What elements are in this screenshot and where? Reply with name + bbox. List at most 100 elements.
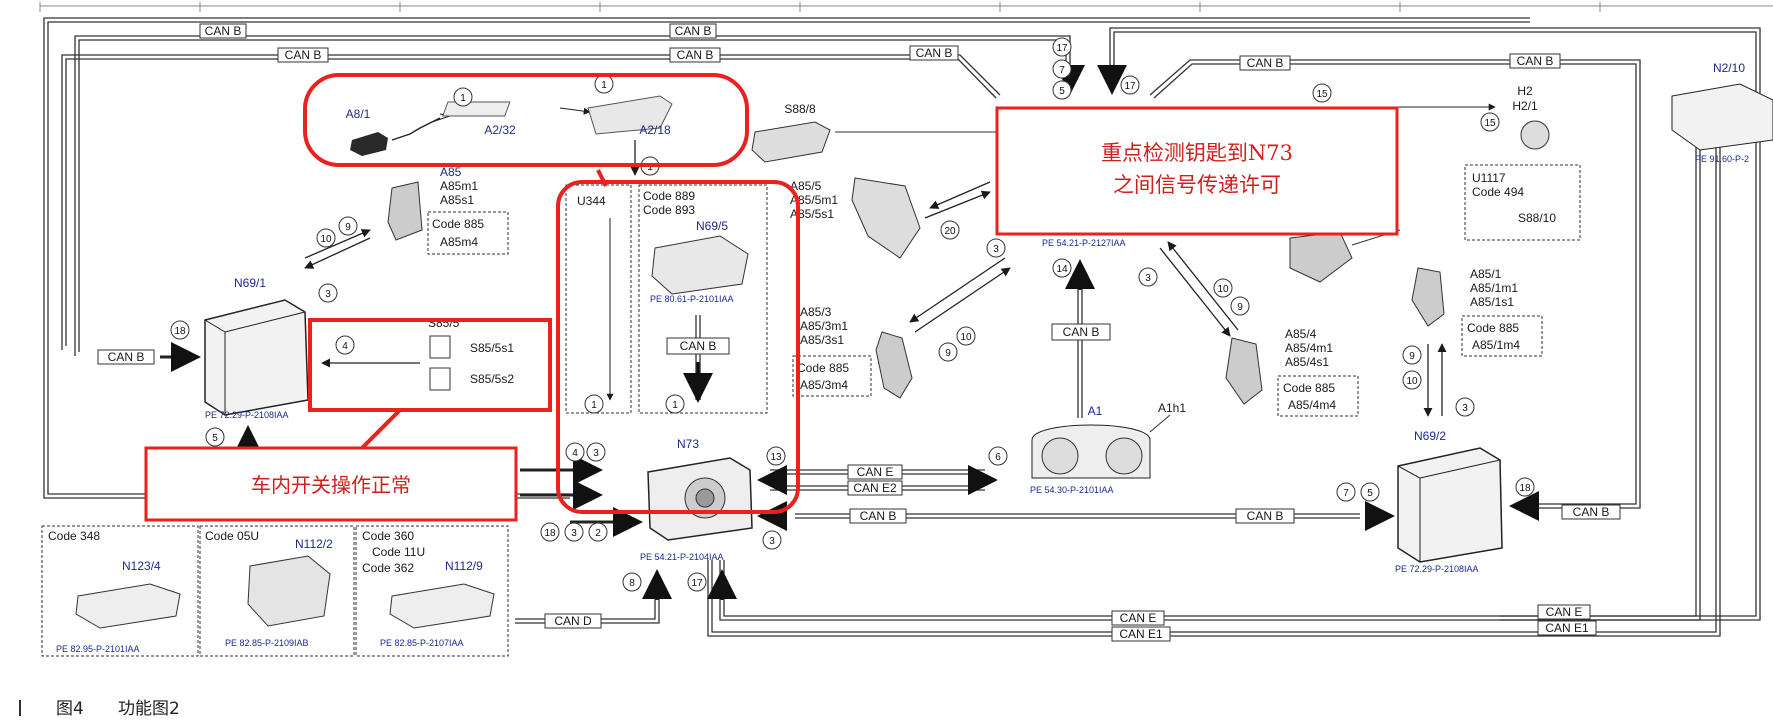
svg-text:N112/9: N112/9 [445, 559, 483, 573]
svg-text:CAN B: CAN B [1517, 54, 1554, 68]
lock-component-a85-5: A85/5 A85/5m1 A85/5s1 [790, 177, 921, 259]
svg-text:3: 3 [1145, 273, 1151, 284]
highlight-switch-s85 [308, 318, 552, 412]
svg-text:15: 15 [1484, 118, 1496, 129]
svg-text:CAN B: CAN B [1247, 509, 1284, 523]
svg-text:PE 82.85-P-2109IAB: PE 82.85-P-2109IAB [225, 638, 309, 648]
svg-text:A2/18: A2/18 [639, 123, 671, 137]
svg-text:9: 9 [1237, 302, 1243, 313]
switch-group-s85-5: S85/5 S85/5s1 S85/5s2 [428, 316, 514, 391]
svg-text:4: 4 [342, 341, 348, 352]
bus-label-can-d: CAN D [544, 613, 602, 629]
svg-text:10: 10 [320, 234, 332, 245]
svg-text:4: 4 [572, 448, 578, 459]
svg-text:13: 13 [770, 452, 782, 463]
svg-text:U1117: U1117 [1472, 171, 1506, 185]
svg-text:Code 893: Code 893 [643, 203, 695, 217]
bus-label-can-b-3: CAN B [277, 47, 329, 63]
svg-text:17: 17 [691, 578, 703, 589]
annotation-key-to-n73: 重点检测钥匙到N73 之间信号传递许可 [995, 106, 1399, 236]
svg-text:18: 18 [1519, 483, 1531, 494]
bus-label-can-b-12: CAN B [1235, 508, 1295, 524]
svg-text:20: 20 [944, 226, 956, 237]
horn-component-h2: H2 H2/1 [1350, 84, 1550, 150]
svg-text:15: 15 [1316, 89, 1328, 100]
svg-text:CAN B: CAN B [680, 339, 717, 353]
svg-text:2: 2 [595, 528, 601, 539]
svg-text:A85/4s1: A85/4s1 [1285, 355, 1329, 369]
bus-label-can-e-bottom: CAN E [1111, 610, 1165, 626]
svg-text:A85/1m1: A85/1m1 [1470, 281, 1518, 295]
svg-text:9: 9 [1409, 351, 1415, 362]
svg-text:1: 1 [672, 400, 678, 411]
svg-text:1: 1 [601, 80, 607, 91]
bus-label-can-b-5: CAN B [909, 45, 959, 61]
antenna-component-a2-18: A2/18 [587, 95, 673, 137]
svg-text:CAN B: CAN B [285, 48, 322, 62]
svg-text:9: 9 [345, 222, 351, 233]
svg-text:A85: A85 [440, 165, 462, 179]
svg-text:A85/4m4: A85/4m4 [1288, 398, 1336, 412]
svg-text:3: 3 [593, 448, 599, 459]
svg-text:A8/1: A8/1 [346, 107, 371, 121]
lock-component-a85-1: A85/1 A85/1m1 A85/1s1 Code 885 A85/1m4 [1411, 267, 1543, 357]
bus-label-can-b-8: CAN B [97, 349, 155, 365]
svg-text:3: 3 [325, 289, 331, 300]
svg-text:CAN E1: CAN E1 [1545, 621, 1589, 635]
bus-label-can-e-right: CAN E [1537, 604, 1591, 620]
svg-text:PE 82.95-P-2101IAA: PE 82.95-P-2101IAA [56, 644, 140, 654]
svg-text:CAN B: CAN B [677, 48, 714, 62]
svg-text:7: 7 [1059, 65, 1065, 76]
svg-text:CAN B: CAN B [675, 24, 712, 38]
highlight-key-antenna [303, 73, 749, 167]
figure-caption: 图4 功能图2 [19, 699, 180, 719]
svg-text:U344: U344 [577, 194, 606, 208]
svg-text:Code 885: Code 885 [1283, 381, 1335, 395]
svg-text:PE 72.29-P-2108IAA: PE 72.29-P-2108IAA [1395, 564, 1479, 574]
svg-text:3: 3 [1462, 403, 1468, 414]
svg-text:PE 91.60-P-2: PE 91.60-P-2 [1695, 154, 1749, 164]
svg-text:N112/2: N112/2 [295, 537, 333, 551]
svg-text:PE 72.29-P-2108IAA: PE 72.29-P-2108IAA [205, 410, 289, 420]
svg-text:CAN E2: CAN E2 [853, 481, 897, 495]
bus-label-can-b-6: CAN B [1239, 55, 1291, 71]
lock-component-a85-3: A85/3 A85/3m1 A85/3s1 Code 885 A85/3m4 [792, 305, 913, 399]
svg-text:3: 3 [769, 536, 775, 547]
svg-text:A85/1m4: A85/1m4 [1472, 338, 1520, 352]
svg-text:Code 362: Code 362 [362, 561, 414, 575]
svg-text:CAN B: CAN B [860, 509, 897, 523]
svg-text:PE 54.21-P-2104IAA: PE 54.21-P-2104IAA [640, 552, 724, 562]
svg-text:A85/3s1: A85/3s1 [800, 333, 844, 347]
svg-text:17: 17 [1124, 81, 1136, 92]
svg-text:1: 1 [591, 400, 597, 411]
svg-text:5: 5 [212, 433, 218, 444]
svg-text:8: 8 [629, 578, 635, 589]
bus-label-can-b-2: CAN B [669, 23, 717, 39]
svg-text:A85/4: A85/4 [1285, 327, 1317, 341]
module-n69-1: N69/1 PE 72.29-P-2108IAA [204, 276, 309, 420]
svg-text:功能图2: 功能图2 [118, 699, 180, 719]
svg-text:A85/5m1: A85/5m1 [790, 193, 838, 207]
dashed-pane-u344: U344 [565, 184, 632, 414]
actuator-component [1289, 229, 1401, 283]
svg-text:18: 18 [544, 528, 556, 539]
svg-text:7: 7 [1343, 488, 1349, 499]
svg-text:A85/1: A85/1 [1470, 267, 1502, 281]
svg-text:PE 82.85-P-2107IAA: PE 82.85-P-2107IAA [380, 638, 464, 648]
svg-text:N69/5: N69/5 [696, 219, 728, 233]
svg-text:A85m4: A85m4 [440, 235, 478, 249]
svg-text:5: 5 [1059, 86, 1065, 97]
key-component-a8-1: A8/1 [346, 107, 452, 156]
svg-text:18: 18 [174, 326, 186, 337]
bus-labels: CAN B CAN B CAN B CAN B CAN B CAN B CAN … [97, 23, 1621, 642]
svg-text:N69/2: N69/2 [1414, 429, 1446, 443]
svg-text:A85/5s1: A85/5s1 [790, 207, 834, 221]
ignition-module-n73: N73 PE 54.21-P-2104IAA [640, 437, 753, 562]
svg-text:CAN B: CAN B [1063, 325, 1100, 339]
svg-text:N73: N73 [677, 437, 699, 451]
svg-text:10: 10 [960, 332, 972, 343]
svg-text:3: 3 [571, 528, 577, 539]
svg-text:A85/4m1: A85/4m1 [1285, 341, 1333, 355]
svg-text:S88/10: S88/10 [1518, 211, 1556, 225]
